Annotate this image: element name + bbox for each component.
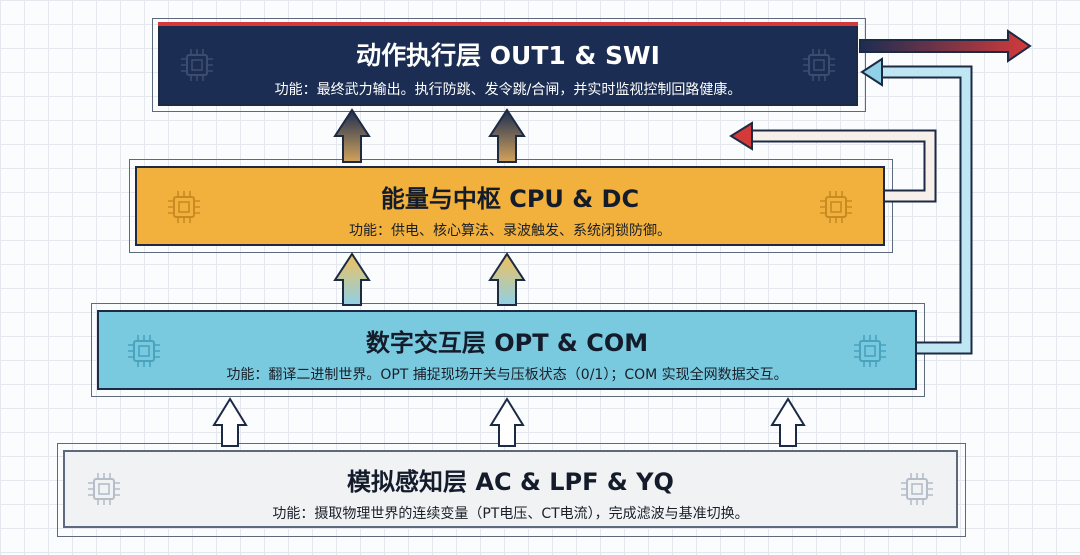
feedback-arrow <box>752 129 937 203</box>
layer-title: 模拟感知层 AC & LPF & YQ <box>347 468 674 496</box>
up-arrow <box>489 397 525 447</box>
up-arrow <box>212 397 248 447</box>
layer-description: 功能：翻译二进制世界。OPT 捕捉现场开关与压板状态（0/1）；COM 实现全网… <box>226 367 788 383</box>
feedback-arrow <box>882 65 973 355</box>
layer-analog-sensing: 模拟感知层 AC & LPF & YQ 功能：摄取物理世界的连续变量（PT电压、… <box>63 450 958 528</box>
layer-digital-interaction: 数字交互层 OPT & COM 功能：翻译二进制世界。OPT 捕捉现场开关与压板… <box>97 310 917 390</box>
up-arrow <box>488 108 526 163</box>
layer-action-execution: 动作执行层 OUT1 & SWI 功能：最终武力输出。执行防跳、发令跳/合闸，并… <box>158 22 858 106</box>
feedback-arrow <box>752 131 935 201</box>
up-arrow <box>770 397 806 447</box>
layer-description: 功能：最终武力输出。执行防跳、发令跳/合闸，并实时监视控制回路健康。 <box>274 82 742 98</box>
feedback-arrowhead <box>729 121 753 151</box>
output-bar <box>158 22 858 26</box>
layer-title: 动作执行层 OUT1 & SWI <box>356 41 660 70</box>
up-arrow <box>333 252 371 306</box>
output-arrow <box>859 29 1032 63</box>
up-arrow <box>488 252 526 306</box>
layer-title: 数字交互层 OPT & COM <box>365 329 649 357</box>
feedback-arrowhead <box>860 57 883 87</box>
layer-energy-hub: 能量与中枢 CPU & DC 功能：供电、核心算法、录波触发、系统闭锁防御。 <box>135 166 885 246</box>
up-arrow <box>333 108 371 163</box>
layer-title: 能量与中枢 CPU & DC <box>380 185 640 213</box>
feedback-arrow <box>882 67 971 353</box>
layer-description: 功能：供电、核心算法、录波触发、系统闭锁防御。 <box>349 223 671 239</box>
layer-description: 功能：摄取物理世界的连续变量（PT电压、CT电流），完成滤波与基准切换。 <box>272 506 749 522</box>
